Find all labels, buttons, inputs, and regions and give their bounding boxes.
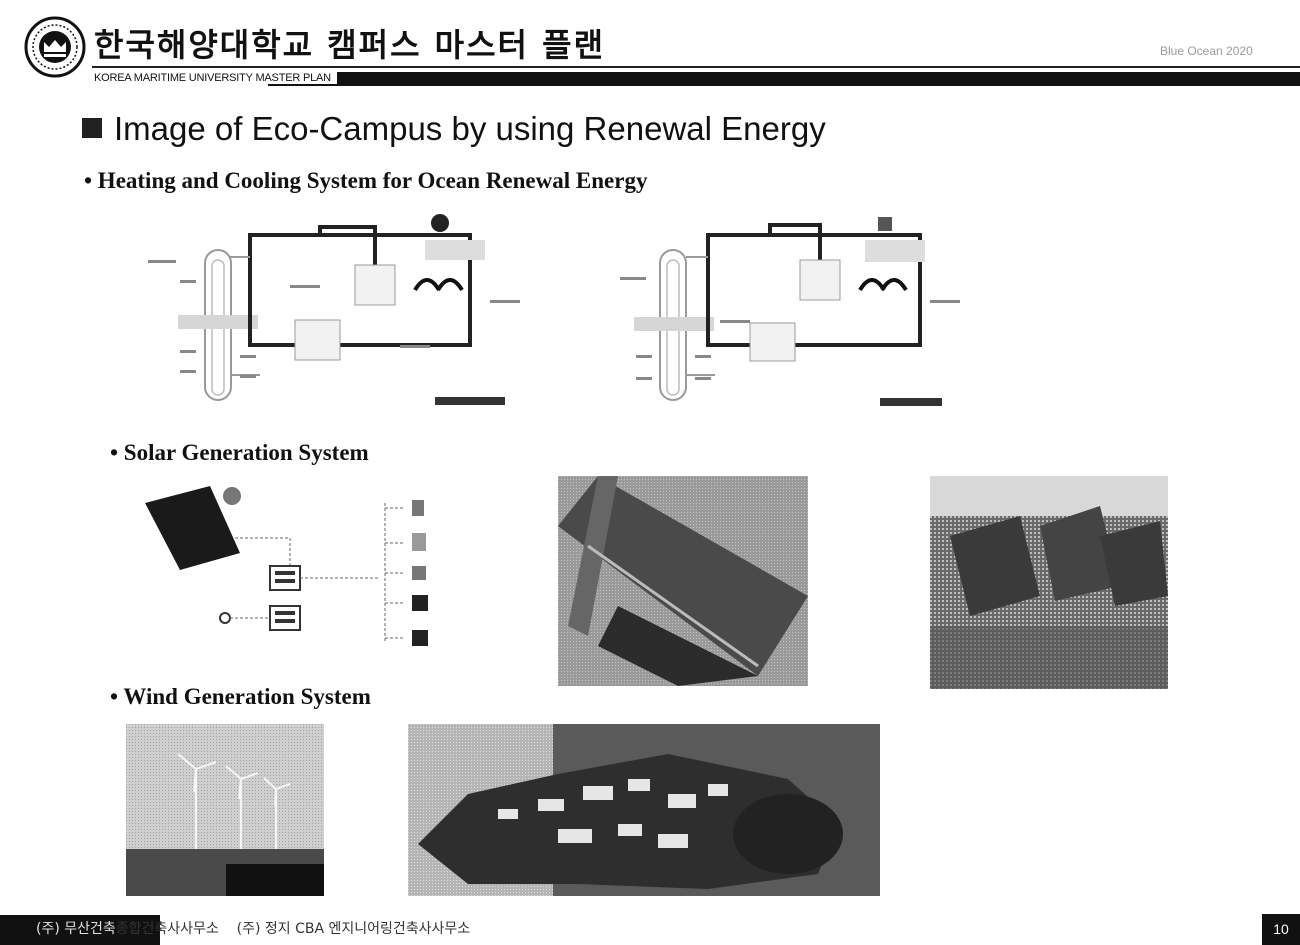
solar-panel-photo (558, 476, 808, 686)
solar-farm-photo (930, 476, 1168, 689)
heating-diagram (140, 205, 530, 420)
solar-schematic (140, 478, 455, 668)
slide-title-text: Image of Eco-Campus by using Renewal Ene… (114, 110, 826, 147)
footer-company1-prefix: (주) 무산건축 (36, 921, 116, 937)
header-subtitle: KOREA MARITIME UNIVERSITY MASTER PLAN (94, 72, 337, 84)
header-title: 한국해양대학교 캠퍼스 마스터 플랜 (94, 26, 606, 64)
cooling-diagram (620, 205, 1010, 420)
square-bullet-icon (82, 118, 102, 138)
page-number: 10 (1262, 914, 1300, 945)
wind-turbines-photo (126, 724, 324, 896)
footer-credits: (주) 무산건축종합건축사사무소 (주) 정지 CBA 엔지니어링건축사사무소 (36, 918, 470, 938)
university-seal-icon (24, 16, 86, 78)
header-right-label: Blue Ocean 2020 (1160, 44, 1253, 58)
campus-aerial-photo (408, 724, 880, 896)
footer-company1-rest: 종합건축사사무소 (115, 921, 219, 937)
section-heading-heating-cooling: • Heating and Cooling System for Ocean R… (84, 168, 648, 193)
header-bar (268, 72, 1300, 86)
section-heading-wind: • Wind Generation System (110, 684, 371, 709)
footer-company2: (주) 정지 CBA 엔지니어링건축사사무소 (236, 921, 471, 937)
section-heading-solar: • Solar Generation System (110, 440, 369, 465)
header-rule (92, 66, 1300, 68)
footer-bar (0, 915, 160, 945)
slide-title: Image of Eco-Campus by using Renewal Ene… (82, 110, 826, 148)
